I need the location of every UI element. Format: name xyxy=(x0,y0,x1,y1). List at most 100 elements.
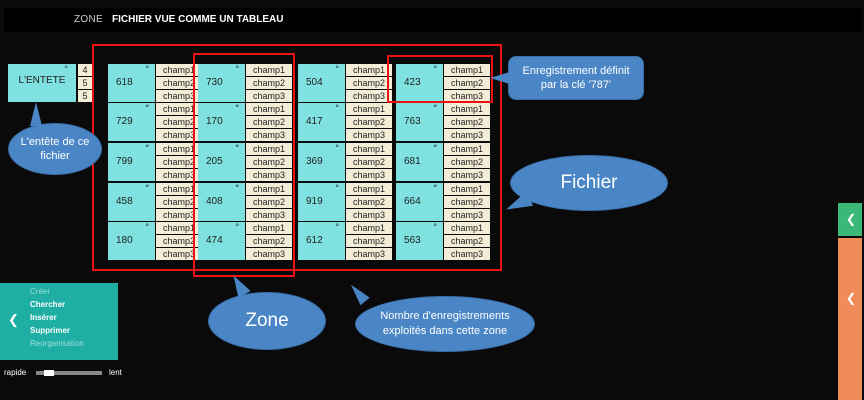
record-key-value: 729 xyxy=(116,116,133,127)
degree-mark: ° xyxy=(235,183,239,193)
record-key-value: 369 xyxy=(306,156,323,167)
record-field: champ2 xyxy=(246,235,292,247)
menu-item[interactable]: Supprimer xyxy=(30,326,71,335)
record-field: champ2 xyxy=(444,156,490,168)
record-key: °423 xyxy=(396,64,443,102)
record-key-value: 458 xyxy=(116,196,133,207)
chevron-left-icon[interactable]: ❮ xyxy=(8,312,19,327)
degree-mark: ° xyxy=(235,64,239,74)
record-field: champ2 xyxy=(444,116,490,128)
record-key: °729 xyxy=(108,103,155,141)
record-key: °458 xyxy=(108,183,155,221)
record-key-value: 612 xyxy=(306,235,323,246)
record-key-value: 919 xyxy=(306,196,323,207)
right-panel-toggle-top[interactable]: ❮ xyxy=(838,203,862,236)
record-key: °681 xyxy=(396,143,443,181)
record-field: champ2 xyxy=(156,156,202,168)
record-field: champ3 xyxy=(444,209,490,221)
record-key: °563 xyxy=(396,222,443,260)
record-key: °612 xyxy=(298,222,345,260)
record-field: champ2 xyxy=(246,116,292,128)
record-field: champ1 xyxy=(346,222,392,234)
record-key: °417 xyxy=(298,103,345,141)
degree-mark: ° xyxy=(433,143,437,153)
menu-item[interactable]: Créer xyxy=(30,287,51,296)
record-field: champ1 xyxy=(246,103,292,115)
degree-mark: ° xyxy=(433,64,437,74)
degree-mark: ° xyxy=(235,103,239,113)
speed-slow-label: lent xyxy=(109,368,122,377)
page-title: FICHIER VUE COMME UN TABLEAU xyxy=(112,14,284,25)
record-field: champ3 xyxy=(444,129,490,141)
menu-item[interactable]: Chercher xyxy=(30,300,66,309)
speed-slider[interactable] xyxy=(36,370,102,376)
degree-mark: ° xyxy=(145,143,149,153)
menu-item[interactable]: Reorganisation xyxy=(30,339,84,348)
record-field: champ2 xyxy=(246,196,292,208)
record-field: champ3 xyxy=(444,248,490,260)
record-key: °618 xyxy=(108,64,155,102)
record-field: champ3 xyxy=(246,129,292,141)
record-key: °919 xyxy=(298,183,345,221)
file-header-value: 4 xyxy=(78,64,92,76)
record-key-value: 730 xyxy=(206,77,223,88)
record-field: champ1 xyxy=(444,103,490,115)
right-panel-toggle-bottom[interactable]: ❮ xyxy=(838,238,862,400)
record-field: champ3 xyxy=(346,248,392,260)
record-field: champ1 xyxy=(246,183,292,195)
speed-fast-label: rapide xyxy=(4,368,27,377)
degree-mark: ° xyxy=(64,64,68,74)
file-header-label: L'ENTETE xyxy=(18,75,66,86)
record-field: champ2 xyxy=(156,116,202,128)
degree-mark: ° xyxy=(335,143,339,153)
degree-mark: ° xyxy=(335,64,339,74)
menu-item[interactable]: Insérer xyxy=(30,313,57,322)
record-field: champ3 xyxy=(246,169,292,181)
record-highlight-box xyxy=(387,55,493,103)
callout-fichier-tail xyxy=(502,191,534,217)
degree-mark: ° xyxy=(433,183,437,193)
callout-nombre: Nombre d'enregistrements exploités dans … xyxy=(355,296,535,352)
record-key-value: 205 xyxy=(206,156,223,167)
record-key: °504 xyxy=(298,64,345,102)
record-field: champ2 xyxy=(444,235,490,247)
speed-slider-handle[interactable] xyxy=(44,370,54,376)
record-field: champ3 xyxy=(346,209,392,221)
record-field: champ2 xyxy=(346,77,392,89)
record-key: °180 xyxy=(108,222,155,260)
record-key-value: 170 xyxy=(206,116,223,127)
record-key-value: 417 xyxy=(306,116,323,127)
record-field: champ1 xyxy=(156,64,202,76)
top-bar: ZONE FICHIER VUE COMME UN TABLEAU xyxy=(4,8,862,32)
record-key-value: 180 xyxy=(116,235,133,246)
record-field: champ3 xyxy=(156,169,202,181)
callout-enregistrement: Enregistrement définit par la clé '787' xyxy=(508,56,644,100)
callout-nombre-tail xyxy=(346,280,370,306)
record-field: champ1 xyxy=(444,143,490,155)
record-field: champ1 xyxy=(444,64,490,76)
callout-enregistrement-tail xyxy=(490,72,510,84)
